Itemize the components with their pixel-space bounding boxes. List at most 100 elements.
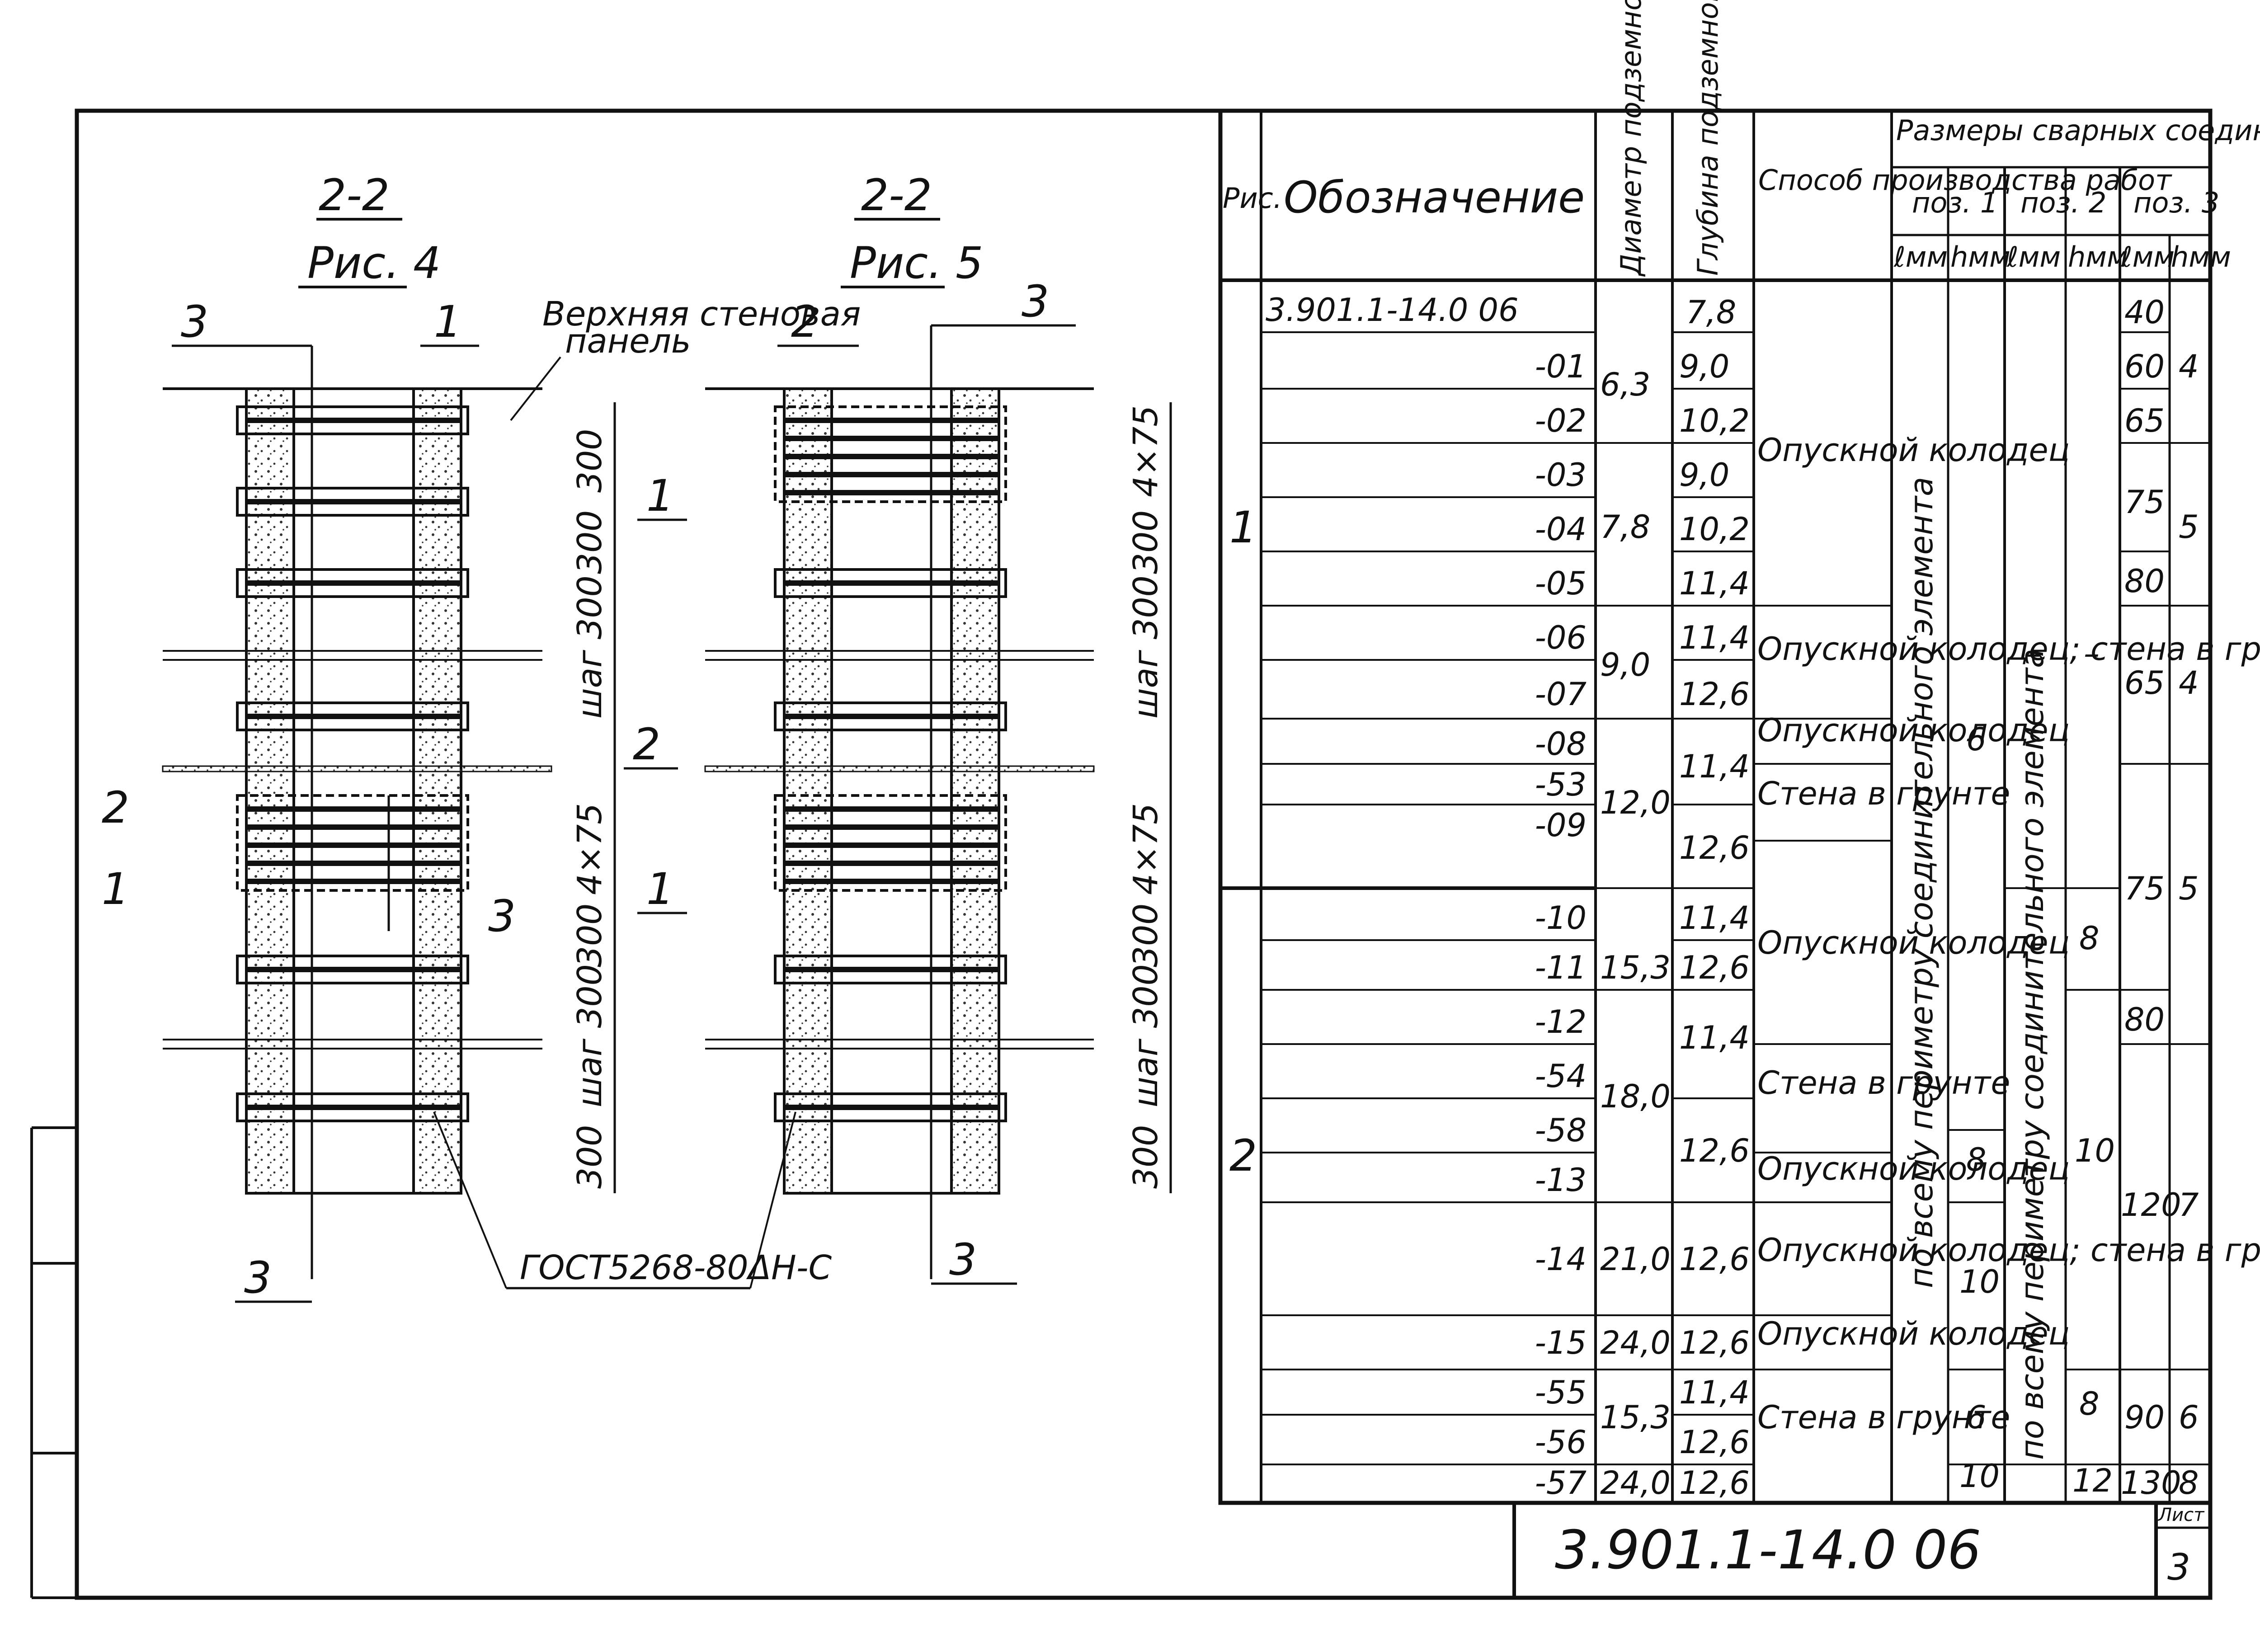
pos1-h-cell: 10 bbox=[1959, 1263, 2000, 1300]
dim-300-left-2: 300 bbox=[570, 510, 609, 574]
depth-cell: 12,6 bbox=[1679, 1324, 1750, 1361]
pos2-h-cell: 8 bbox=[2079, 920, 2100, 957]
code-row: -15 bbox=[1535, 1324, 1587, 1361]
dim-300-right-3: 300 bbox=[1126, 1125, 1165, 1189]
pos3-l-cell: 130 bbox=[2121, 1464, 2181, 1501]
pos2-dash-l: – bbox=[2025, 635, 2041, 672]
depth-cell: 12,6 bbox=[1679, 1464, 1750, 1501]
dim-300-left-3: 300 bbox=[570, 904, 609, 967]
header-weld-sizes: Размеры сварных соединений bbox=[1896, 114, 2260, 147]
depth-cell: 12,6 bbox=[1679, 949, 1750, 986]
depth-cell: 12,6 bbox=[1679, 1241, 1750, 1278]
pos-label-3-bottom-left: 3 bbox=[244, 1252, 272, 1303]
method-cell: Стена в грунте bbox=[1757, 775, 2010, 812]
pos2-h-column: 8 10 8 12 bbox=[2072, 920, 2115, 1499]
pos3-h-column: 4 5 4 5 7 6 8 bbox=[2179, 348, 2199, 1501]
pos2-h-cell: 10 bbox=[2075, 1132, 2115, 1169]
connector-bars-left bbox=[236, 405, 469, 1122]
code-row: 3.901.1-14.0 06 bbox=[1266, 292, 1519, 329]
depth-cell: 12,6 bbox=[1679, 1424, 1750, 1461]
method-cell: Стена в грунте bbox=[1757, 1399, 2010, 1436]
code-row: -57 bbox=[1535, 1464, 1587, 1501]
pos1-h-cell: 8 bbox=[1966, 1141, 1987, 1178]
pos-label-3-top-left: 3 bbox=[181, 297, 208, 347]
code-row: -13 bbox=[1535, 1162, 1587, 1199]
header-pos2: поз. 2 bbox=[2020, 186, 2106, 219]
code-row: -53 bbox=[1535, 766, 1587, 803]
header-diameter: Диаметр подземной части bbox=[1615, 0, 1648, 277]
pos-label-2-top-right: 2 bbox=[791, 297, 819, 347]
diameter-cell: 15,3 bbox=[1600, 1399, 1671, 1436]
method-cell: Опускной колодец bbox=[1757, 1150, 2070, 1187]
diameter-cell: 7,8 bbox=[1600, 508, 1650, 546]
method-cell: Опускной колодец bbox=[1757, 432, 2070, 469]
pos2-dash-h: – bbox=[2084, 635, 2100, 672]
header-pos1: поз. 1 bbox=[1912, 186, 1998, 219]
dim-4x75-right-top: 4×75 bbox=[1126, 405, 1165, 497]
diameter-cell: 21,0 bbox=[1600, 1241, 1671, 1278]
code-row: -54 bbox=[1535, 1058, 1587, 1095]
pos-label-2-mid-left: 2 bbox=[102, 782, 129, 833]
title-block-code: 3.901.1-14.0 06 bbox=[1555, 1519, 1981, 1581]
header-pos1-h: hмм bbox=[1950, 240, 2010, 273]
dim-300-left-1: 300 bbox=[570, 429, 609, 493]
pos3-h-cell: 5 bbox=[2179, 508, 2199, 546]
table-header: Рис. Обозначение Диаметр подземной части… bbox=[1223, 0, 2260, 277]
depth-cell: 7,8 bbox=[1686, 294, 1736, 331]
title-block bbox=[1512, 1503, 2210, 1598]
diameter-cell: 9,0 bbox=[1600, 646, 1650, 683]
depth-cell: 12,6 bbox=[1679, 1132, 1750, 1169]
method-cell: Стена в грунте bbox=[1757, 1064, 2010, 1101]
depth-cell: 9,0 bbox=[1679, 457, 1729, 494]
wall-column-left-right bbox=[412, 387, 462, 1195]
pos-label-3-top-right: 3 bbox=[1022, 276, 1049, 327]
dim-300-right-2: 300 bbox=[1126, 904, 1165, 967]
pos3-l-cell: 65 bbox=[2124, 402, 2165, 439]
code-row: -55 bbox=[1535, 1374, 1587, 1411]
code-row: -56 bbox=[1535, 1424, 1587, 1461]
method-column: Опускной колодец Опускной колодец; стена… bbox=[1757, 432, 2260, 1436]
wall-column-left-inner bbox=[292, 387, 415, 1195]
code-row: -58 bbox=[1535, 1112, 1587, 1149]
diameter-cell: 6,3 bbox=[1600, 366, 1650, 403]
code-row: -10 bbox=[1535, 899, 1587, 937]
depth-cell: 11,4 bbox=[1679, 619, 1750, 656]
dim-4x75-left: 4×75 bbox=[570, 803, 609, 895]
code-row: -08 bbox=[1535, 725, 1587, 762]
pos3-l-cell: 80 bbox=[2124, 563, 2165, 600]
depth-cell: 12,6 bbox=[1679, 676, 1750, 713]
code-row: -14 bbox=[1535, 1241, 1587, 1278]
wall-column-left-outer bbox=[245, 387, 295, 1195]
dim-300-right-1: 300 bbox=[1126, 510, 1165, 574]
code-row: -07 bbox=[1535, 676, 1587, 713]
fig-group-2: 2 bbox=[1229, 1130, 1257, 1181]
upper-panel-label-line1: Верхняя стеновая bbox=[542, 295, 861, 334]
depth-cell: 11,4 bbox=[1679, 748, 1750, 785]
pos-label-2-mid-right: 2 bbox=[633, 719, 660, 770]
pos3-l-cell: 65 bbox=[2124, 664, 2165, 701]
specification-table bbox=[1218, 108, 2213, 1505]
upper-panel-label-line2: панель bbox=[565, 322, 691, 361]
code-row: -11 bbox=[1535, 949, 1587, 986]
diameter-cell: 12,0 bbox=[1600, 784, 1671, 821]
figure-5-section: 2-2 Рис. 5 bbox=[624, 170, 1172, 1285]
pos3-h-cell: 5 bbox=[2179, 870, 2199, 907]
diameter-cell: 15,3 bbox=[1600, 949, 1671, 986]
depth-cell: 9,0 bbox=[1679, 348, 1729, 385]
header-pos2-h: hмм bbox=[2068, 240, 2128, 273]
pos1-h-column: 6 8 10 6 10 bbox=[1959, 721, 2000, 1495]
pos1-h-cell: 6 bbox=[1966, 1399, 1987, 1436]
figure-caption-left: Рис. 4 bbox=[307, 238, 441, 288]
gost-label: ГОСТ5268-80ΔН-С bbox=[520, 1248, 832, 1287]
code-row: -04 bbox=[1535, 511, 1587, 548]
pos3-l-cell: 90 bbox=[2124, 1399, 2165, 1436]
pos3-l-cell: 60 bbox=[2124, 348, 2165, 385]
pos3-h-cell: 8 bbox=[2179, 1464, 2199, 1501]
code-row: -12 bbox=[1535, 1003, 1587, 1040]
dim-4x75-right: 4×75 bbox=[1126, 803, 1165, 895]
pos2-h-cell: 12 bbox=[2072, 1462, 2113, 1499]
fig-group-1: 1 bbox=[1229, 502, 1257, 553]
dim-step-right-1: шаг 300 bbox=[1126, 575, 1165, 719]
header-depth: Глубина подземной части bbox=[1691, 0, 1724, 276]
header-pos3-l: ℓмм bbox=[2120, 240, 2175, 273]
